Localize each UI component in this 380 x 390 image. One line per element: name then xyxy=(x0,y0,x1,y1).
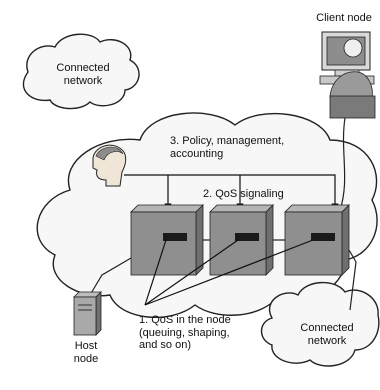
client-node-icon xyxy=(319,31,376,119)
connected-network-top-label: Connected network xyxy=(56,62,110,87)
qos-signaling-label: 2. QoS signaling xyxy=(203,188,284,200)
qos-pointer-3 xyxy=(144,239,314,306)
qos-pointer-1 xyxy=(144,239,167,306)
qos-in-node-label: 1. QoS in the node (queuing, shaping, an… xyxy=(139,314,231,351)
client-link xyxy=(339,117,346,211)
host-node-icon xyxy=(73,291,102,336)
client-node-label: Client node xyxy=(316,12,372,24)
network-device-3 xyxy=(284,204,350,276)
signaling-line xyxy=(124,174,339,211)
network-device-1 xyxy=(130,204,204,276)
network-device-2 xyxy=(209,204,274,276)
connected-network-cloud-top xyxy=(22,33,140,110)
head-icon xyxy=(92,144,127,187)
qos-pointer-2 xyxy=(144,239,239,306)
connected-network-cloud-bottom xyxy=(260,281,380,367)
link-to-bottom-network xyxy=(348,249,357,311)
connected-network-bottom-label: Connected network xyxy=(300,322,354,347)
host-node-label: Host node xyxy=(73,340,99,365)
policy-label: 3. Policy, management, accounting xyxy=(170,135,285,160)
link-to-host xyxy=(89,257,132,296)
